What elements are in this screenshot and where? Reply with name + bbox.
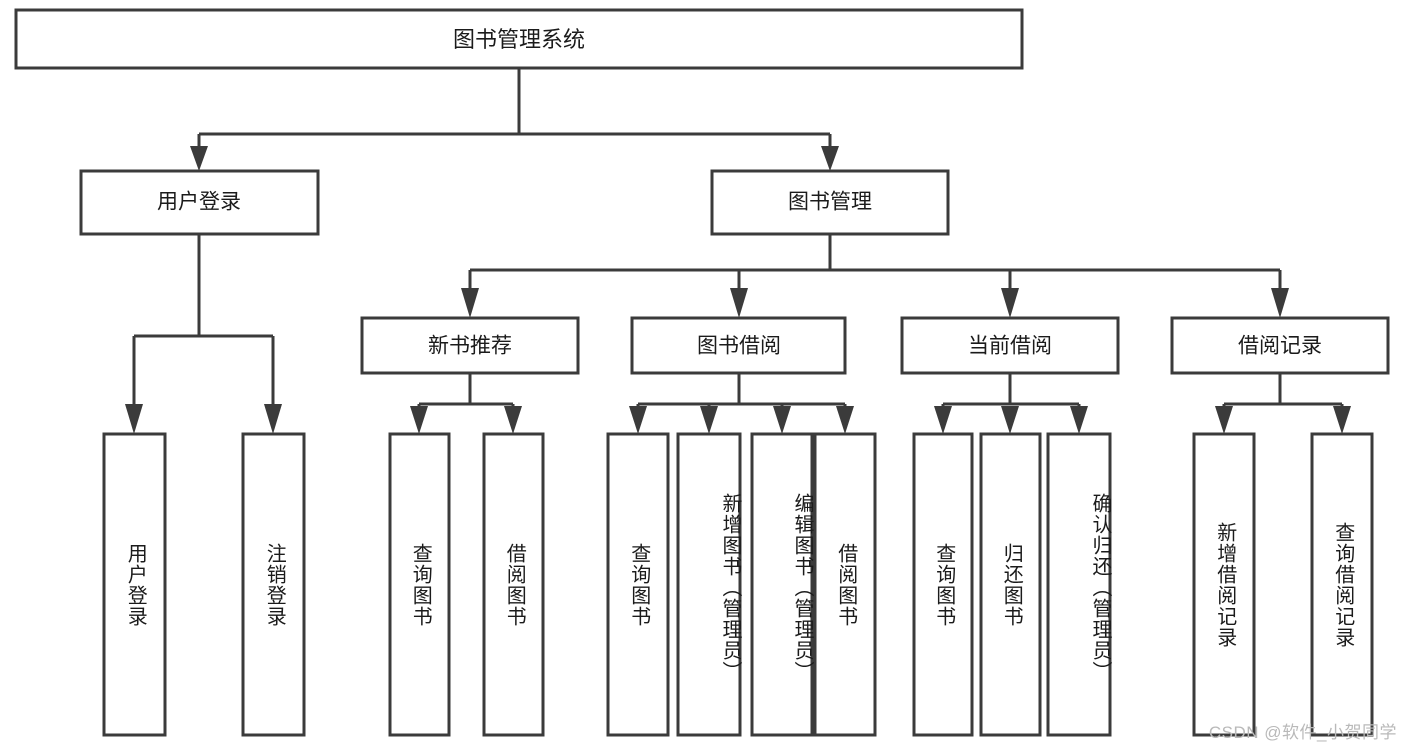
node-new-book-recommend[interactable]: 新书推荐: [360, 316, 580, 375]
connector-layer: [125, 68, 1351, 434]
leaf-box-query-book-2[interactable]: [606, 432, 670, 737]
node-new-book-recommend-box[interactable]: [360, 316, 580, 375]
node-root-label: 图书管理系统: [453, 27, 585, 52]
node-root[interactable]: 图书管理系统: [14, 8, 1024, 70]
node-book-management-box[interactable]: [710, 169, 950, 236]
arrow-head-leaf-edit-book: [773, 406, 791, 434]
node-book-borrow[interactable]: 图书借阅: [630, 316, 847, 375]
leaf-box-confirm-return[interactable]: [1046, 432, 1112, 737]
arrow-head-leaf-return-book: [1001, 406, 1019, 434]
arrow-head-leaf-borrow-book-2: [836, 406, 854, 434]
arrow-head-current-borrow: [1001, 288, 1019, 318]
leaf-box-layer: [102, 432, 1374, 737]
arrow-head-leaf-query-record: [1333, 406, 1351, 434]
leaf-box-user-login[interactable]: [102, 432, 167, 737]
arrow-head-new-book-recommend: [461, 288, 479, 318]
node-book-borrow-label: 图书借阅: [697, 335, 781, 358]
leaf-box-logout[interactable]: [241, 432, 306, 737]
node-book-management[interactable]: 图书管理: [710, 169, 950, 236]
arrow-head-leaf-confirm-return: [1070, 406, 1088, 434]
node-user-login[interactable]: 用户登录: [79, 169, 320, 236]
leaf-box-borrow-book-2[interactable]: [813, 432, 877, 737]
leaf-box-add-book[interactable]: [676, 432, 742, 737]
arrow-head-book-management: [821, 146, 839, 171]
arrow-head-leaf-logout: [264, 404, 282, 434]
node-user-login-label: 用户登录: [157, 191, 241, 214]
node-user-login-box[interactable]: [79, 169, 320, 236]
node-book-borrow-box[interactable]: [630, 316, 847, 375]
arrow-head-leaf-query-book-3: [934, 406, 952, 434]
arrow-head-leaf-query-book-2: [629, 406, 647, 434]
arrow-head-leaf-add-book: [700, 406, 718, 434]
leaf-box-edit-book[interactable]: [750, 432, 814, 737]
arrow-head-book-borrow: [730, 288, 748, 318]
node-borrow-record-label: 借阅记录: [1238, 335, 1322, 358]
leaf-box-query-book-3[interactable]: [912, 432, 974, 737]
node-borrow-record[interactable]: 借阅记录: [1170, 316, 1390, 375]
node-current-borrow-box[interactable]: [900, 316, 1120, 375]
node-current-borrow-label: 当前借阅: [968, 335, 1052, 358]
leaf-box-query-record[interactable]: [1310, 432, 1374, 737]
arrow-head-user-login: [190, 146, 208, 171]
node-new-book-recommend-label: 新书推荐: [428, 335, 512, 358]
node-root-box[interactable]: [14, 8, 1024, 70]
leaf-box-borrow-book-1[interactable]: [482, 432, 545, 737]
leaf-box-return-book[interactable]: [979, 432, 1042, 737]
node-borrow-record-box[interactable]: [1170, 316, 1390, 375]
leaf-box-add-record[interactable]: [1192, 432, 1256, 737]
arrow-head-leaf-query-book-1: [410, 406, 428, 434]
leaf-box-query-book-1[interactable]: [388, 432, 451, 737]
arrow-head-borrow-record: [1271, 288, 1289, 318]
arrow-head-leaf-add-record: [1215, 406, 1233, 434]
arrow-head-leaf-user-login: [125, 404, 143, 434]
node-current-borrow[interactable]: 当前借阅: [900, 316, 1120, 375]
arrow-head-leaf-borrow-book-1: [504, 406, 522, 434]
csdn-watermark: CSDN @软件_小贺同学: [1208, 723, 1397, 742]
node-book-management-label: 图书管理: [788, 191, 872, 214]
